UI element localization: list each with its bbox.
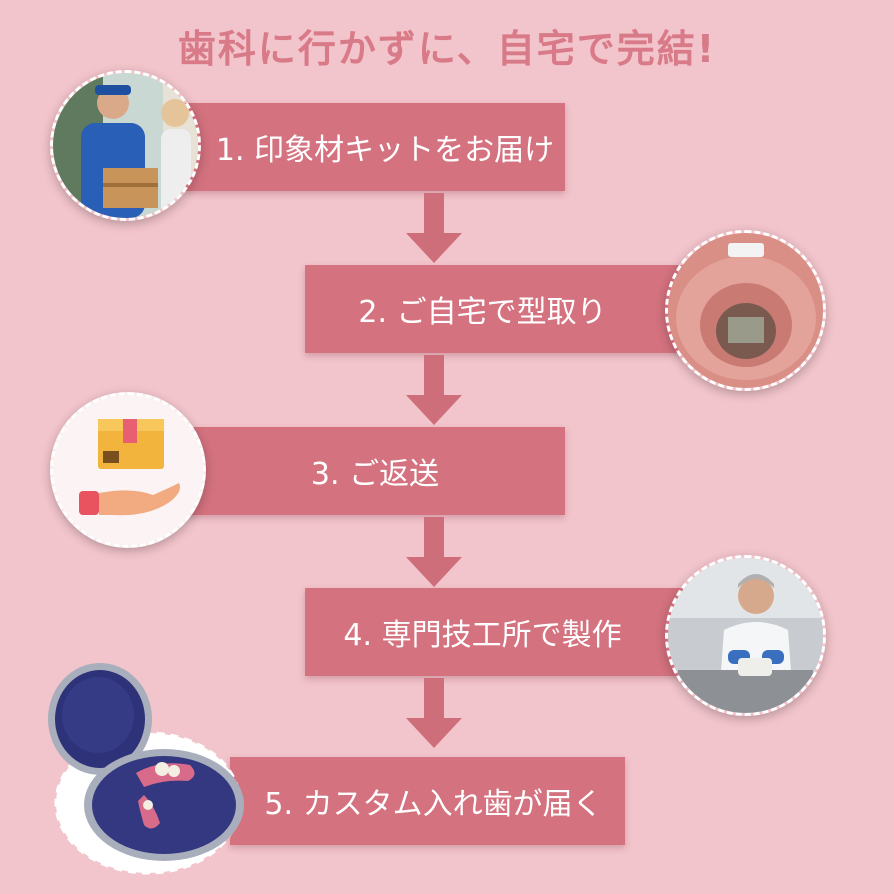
technician-photo xyxy=(665,555,826,716)
down-arrow-icon xyxy=(406,678,462,748)
dental-impression-photo xyxy=(665,230,826,391)
page-title: 歯科に行かずに、自宅で完結! xyxy=(177,27,717,71)
step-5-label: 5. カスタム入れ歯が届く xyxy=(264,787,603,822)
step-1-box: 1. 印象材キットをお届け xyxy=(185,103,565,191)
step-1-label: 1. 印象材キットをお届け xyxy=(215,133,555,168)
step-4-box: 4. 専門技工所で製作 xyxy=(305,588,690,676)
step-5-box: 5. カスタム入れ歯が届く xyxy=(230,757,625,845)
step-3-label: 3. ご返送 xyxy=(310,457,440,492)
down-arrow-icon xyxy=(406,517,462,587)
step-2-label: 2. ご自宅で型取り xyxy=(358,295,607,330)
step-2-box: 2. ご自宅で型取り xyxy=(305,265,690,353)
step-4-label: 4. 専門技工所で製作 xyxy=(343,618,622,653)
delivery-person-photo xyxy=(50,70,201,221)
package-hand-icon xyxy=(50,392,206,548)
step-3-box: 3. ご返送 xyxy=(185,427,565,515)
down-arrow-icon xyxy=(406,355,462,425)
down-arrow-icon xyxy=(406,193,462,263)
denture-case-photo xyxy=(40,655,255,875)
